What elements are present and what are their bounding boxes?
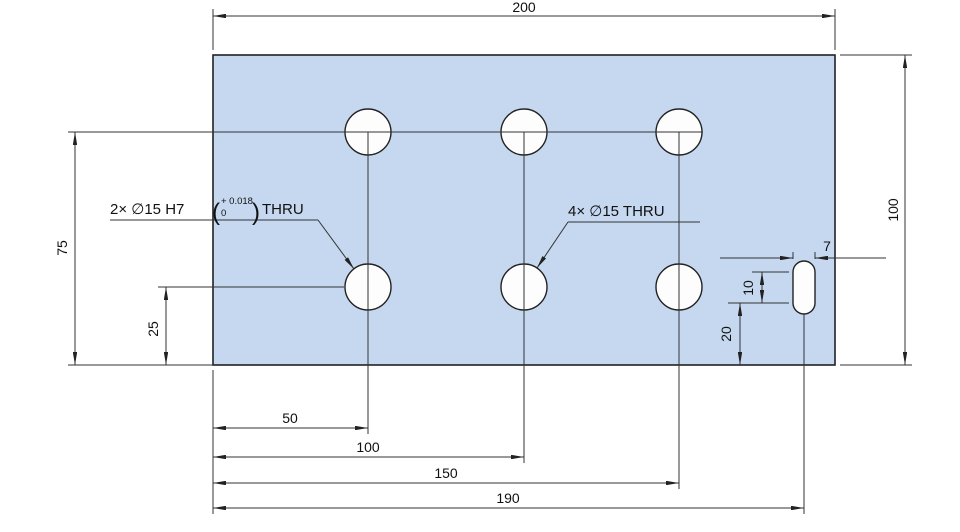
callout-reamed-paren-open: ( — [212, 199, 220, 226]
callout-reamed-suffix: THRU — [262, 201, 304, 218]
callout-reamed-label: 2× ∅15 H7 — [110, 201, 184, 218]
callout-drilled-label: 4× ∅15 THRU — [568, 203, 665, 220]
dimension-labels: 200 100 75 25 50 100 150 190 7 10 20 — [54, 0, 901, 506]
dim-50-label: 50 — [282, 410, 298, 426]
dim-150-label: 150 — [434, 465, 458, 481]
dim-20-label: 20 — [718, 326, 734, 342]
dimension-lines — [72, 13, 908, 511]
dim-10-label: 10 — [740, 280, 756, 296]
callout-reamed-tolerance-lower: 0 — [221, 208, 226, 219]
hole-callouts: 2× ∅15 H7 ( + 0.018 0 ) THRU 4× ∅15 THRU — [110, 196, 665, 226]
callout-reamed-tolerance-upper: + 0.018 — [221, 196, 253, 207]
dim-190-label: 190 — [496, 490, 520, 506]
dim-100-bottom-label: 100 — [356, 439, 380, 455]
leader-reamed-diagonal — [317, 219, 355, 270]
leader-lines — [110, 219, 700, 270]
dim-75-label: 75 — [54, 240, 70, 256]
leader-drilled-diagonal — [536, 221, 569, 269]
dim-plate-height-label: 100 — [885, 198, 901, 222]
callout-reamed-paren-close: ) — [252, 199, 260, 226]
dim-25-label: 25 — [145, 321, 161, 337]
dim-plate-width-label: 200 — [512, 0, 536, 15]
slot — [792, 260, 816, 315]
dim-7-label: 7 — [823, 238, 831, 254]
extension-lines — [68, 9, 912, 514]
